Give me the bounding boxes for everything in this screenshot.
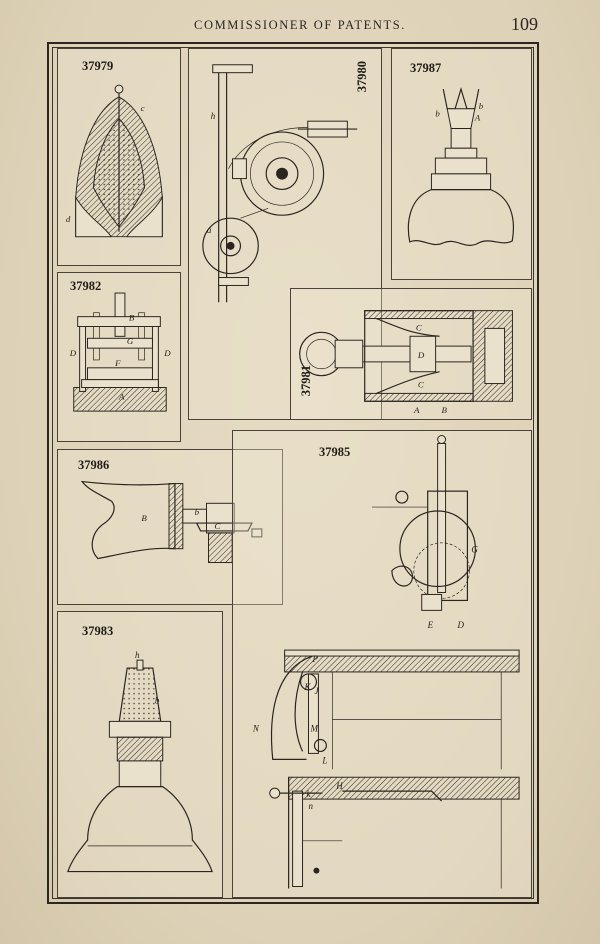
figure-37979-drawing: c d xyxy=(66,84,163,238)
svg-text:F: F xyxy=(114,358,121,368)
running-head: COMMISSIONER OF PATENTS. xyxy=(194,18,406,32)
figure-37987-drawing: b b A xyxy=(407,87,514,246)
svg-text:A: A xyxy=(413,405,420,415)
svg-text:D: D xyxy=(417,350,425,360)
figure-37985-panel: 37985 G E D P K J M xyxy=(232,430,532,898)
svg-text:G: G xyxy=(471,545,478,555)
svg-text:h: h xyxy=(135,650,140,660)
svg-text:h: h xyxy=(211,111,216,121)
svg-text:G: G xyxy=(127,336,134,346)
svg-text:n: n xyxy=(308,801,313,811)
figure-37979-panel: 37979 c d xyxy=(57,48,181,266)
figure-37986-panel: 37986 B b C xyxy=(57,449,283,605)
svg-text:b: b xyxy=(435,109,440,119)
svg-text:K: K xyxy=(304,682,312,692)
svg-text:E: E xyxy=(427,620,434,630)
svg-text:C: C xyxy=(214,521,220,531)
figure-37987-panel: 37987 b b A xyxy=(391,48,532,280)
svg-text:b: b xyxy=(479,101,484,111)
figure-37982-number: 37982 xyxy=(70,279,102,293)
figure-37983-panel: 37983 h b xyxy=(57,611,223,898)
svg-text:H: H xyxy=(335,781,343,791)
svg-text:k: k xyxy=(307,789,312,799)
figure-37982-panel: 37982 B G F D D A xyxy=(57,272,181,442)
figure-37986-drawing: B b C xyxy=(80,480,263,564)
figure-37979-number: 37979 xyxy=(82,59,114,73)
svg-text:c: c xyxy=(141,103,145,113)
page-number: 109 xyxy=(511,14,538,34)
figure-37985-drawing: G E D P K J M N L xyxy=(252,435,520,889)
svg-text:b: b xyxy=(195,507,200,517)
svg-text:b: b xyxy=(155,696,160,706)
svg-text:M: M xyxy=(309,724,318,734)
figure-37986-number: 37986 xyxy=(78,458,110,472)
svg-text:a: a xyxy=(207,225,212,235)
figure-37982-drawing: B G F D D A xyxy=(69,292,171,412)
svg-text:A: A xyxy=(474,113,481,123)
figure-37987-number: 37987 xyxy=(410,61,442,75)
svg-text:B: B xyxy=(129,313,135,323)
svg-text:L: L xyxy=(321,755,327,765)
inner-frame xyxy=(52,47,534,899)
figure-37983-number: 37983 xyxy=(82,624,114,638)
figure-37985-number: 37985 xyxy=(319,445,351,459)
svg-text:C: C xyxy=(418,379,424,389)
svg-text:D: D xyxy=(69,348,77,358)
figure-37980-drawing: h a xyxy=(202,64,358,303)
outer-frame xyxy=(47,42,539,904)
svg-text:B: B xyxy=(442,405,448,415)
figure-37981-panel: 37981 C D C A B xyxy=(290,288,532,420)
svg-text:P: P xyxy=(311,654,318,664)
svg-text:D: D xyxy=(163,348,171,358)
svg-text:d: d xyxy=(66,214,71,224)
svg-text:D: D xyxy=(456,620,464,630)
figure-37981-drawing: C D C A B xyxy=(299,310,513,415)
figure-37983-drawing: h b xyxy=(67,650,213,873)
svg-text:J: J xyxy=(314,686,319,696)
svg-text:C: C xyxy=(416,322,422,332)
svg-text:B: B xyxy=(141,513,147,523)
svg-text:N: N xyxy=(252,724,260,734)
svg-text:A: A xyxy=(118,391,125,401)
